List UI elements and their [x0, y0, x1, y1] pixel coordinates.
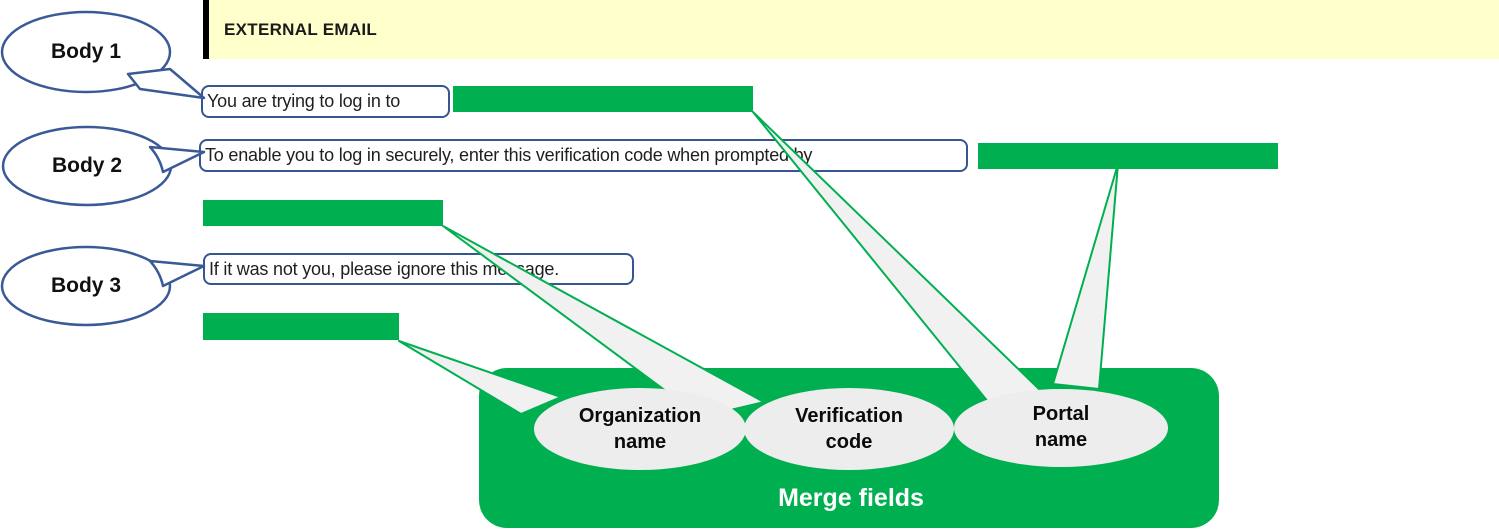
body3-textbox: If it was not you, please ignore this me…	[203, 253, 634, 285]
verification-code-label: Verification code	[744, 395, 954, 463]
body1-text: You are trying to log in to	[207, 91, 401, 111]
portal-label-line2: name	[1034, 429, 1088, 451]
body1-textbox: You are trying to log in to	[201, 85, 450, 118]
connector-wedge-organization	[398, 340, 562, 415]
banner-left-bar	[203, 0, 209, 59]
merge-field-placeholder-organization-name	[203, 313, 399, 340]
body3-bubble	[0, 245, 172, 327]
body3-text: If it was not you, please ignore this me…	[209, 258, 559, 279]
external-email-banner: EXTERNAL EMAIL	[203, 0, 1499, 59]
merge-field-placeholder-verification-code	[203, 200, 443, 226]
merge-field-placeholder-portal-name-line1	[453, 86, 753, 112]
body3-label: Body 3	[50, 274, 121, 297]
organization-name-label: Organization name	[534, 395, 746, 463]
portal-label-line1: Portal	[1032, 403, 1090, 425]
verification-label-line2: code	[825, 431, 873, 453]
portal-ellipse	[954, 389, 1168, 467]
merge-fields-title: Merge fields	[778, 483, 924, 512]
body1-bubble	[0, 10, 172, 94]
organization-ellipse	[534, 388, 746, 470]
body2-bubble-tail	[148, 145, 206, 174]
body2-textbox: To enable you to log in securely, enter …	[199, 139, 968, 172]
verification-ellipse	[744, 388, 954, 470]
connector-wedge-portal-2	[1052, 163, 1119, 390]
organization-label-line2: name	[613, 431, 667, 453]
body1-bubble-tail	[126, 67, 206, 100]
merge-field-placeholder-portal-name-line2	[978, 143, 1278, 169]
body3-bubble-tail	[148, 259, 206, 288]
body2-text: To enable you to log in securely, enter …	[205, 145, 813, 165]
external-email-label: EXTERNAL EMAIL	[224, 19, 378, 39]
body2-label: Body 2	[51, 154, 122, 177]
verification-label-line1: Verification	[795, 405, 903, 427]
body1-label: Body 1	[50, 40, 121, 63]
portal-name-label: Portal name	[954, 394, 1168, 460]
organization-label-line1: Organization	[578, 405, 702, 427]
